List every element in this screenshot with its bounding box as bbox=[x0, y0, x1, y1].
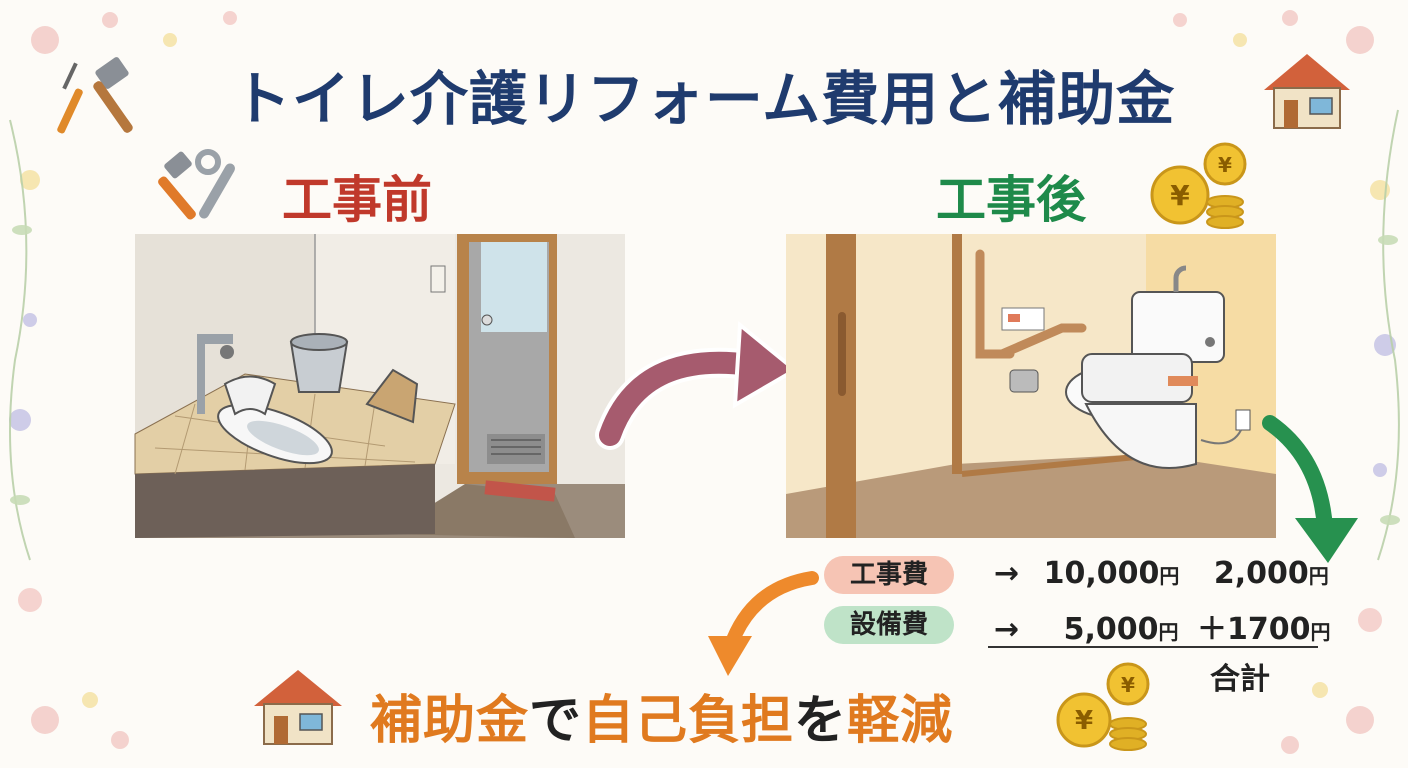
construction-cost-label: 工事費 bbox=[824, 556, 954, 594]
equipment-subsidy: ＋1700 bbox=[1196, 612, 1311, 647]
arrow-right-icon: → bbox=[994, 556, 1020, 591]
after-label: 工事後 bbox=[936, 171, 1086, 229]
before-toilet-illustration bbox=[134, 234, 625, 538]
result-arrow bbox=[1262, 415, 1358, 563]
equipment-amount: 5,000 bbox=[1063, 612, 1159, 647]
house-icon bbox=[1264, 54, 1350, 129]
construction-subsidy: 2,000 bbox=[1213, 556, 1309, 591]
bottom-wo: を bbox=[794, 691, 848, 751]
bottom-reduce: 軽減 bbox=[847, 691, 954, 751]
bottom-message: 補助金で自己負担を軽減 bbox=[370, 678, 953, 753]
svg-text:¥: ¥ bbox=[1121, 673, 1135, 697]
transition-arrow bbox=[595, 320, 799, 450]
house-icon bbox=[254, 670, 342, 745]
total-divider bbox=[988, 646, 1318, 648]
after-toilet-illustration bbox=[786, 234, 1276, 538]
construction-amount: 10,000 bbox=[1043, 556, 1160, 591]
equipment-cost-row: → 5,000円 ＋1700円 bbox=[994, 604, 1330, 648]
svg-text:¥: ¥ bbox=[1170, 179, 1190, 212]
bottom-subsidy: 補助金 bbox=[370, 691, 530, 751]
svg-text:¥: ¥ bbox=[1075, 706, 1093, 736]
bottom-self-burden: 自己負担 bbox=[582, 691, 795, 751]
arrow-right-icon: → bbox=[994, 612, 1020, 647]
bottom-de: で bbox=[529, 691, 583, 751]
yen-coin-icon: ¥ ¥ bbox=[1056, 662, 1150, 751]
construction-subsidy-unit: 円 bbox=[1308, 564, 1329, 588]
wrench-icon bbox=[158, 149, 235, 220]
equipment-cost-label: 設備費 bbox=[824, 606, 954, 644]
svg-text:¥: ¥ bbox=[1218, 153, 1232, 177]
before-label: 工事前 bbox=[282, 171, 432, 229]
page-title: トイレ介護リフォーム費用と補助金 bbox=[232, 65, 1176, 133]
hammer-icon bbox=[57, 57, 133, 134]
equipment-unit: 円 bbox=[1158, 620, 1179, 644]
construction-unit: 円 bbox=[1159, 564, 1180, 588]
total-label: 合計 bbox=[1210, 662, 1270, 697]
equipment-subsidy-unit: 円 bbox=[1310, 620, 1331, 644]
construction-cost-row: → 10,000円 2,000円 bbox=[994, 556, 1329, 591]
subsidy-arrow bbox=[708, 571, 819, 676]
yen-coin-icon: ¥ ¥ bbox=[1150, 142, 1247, 229]
